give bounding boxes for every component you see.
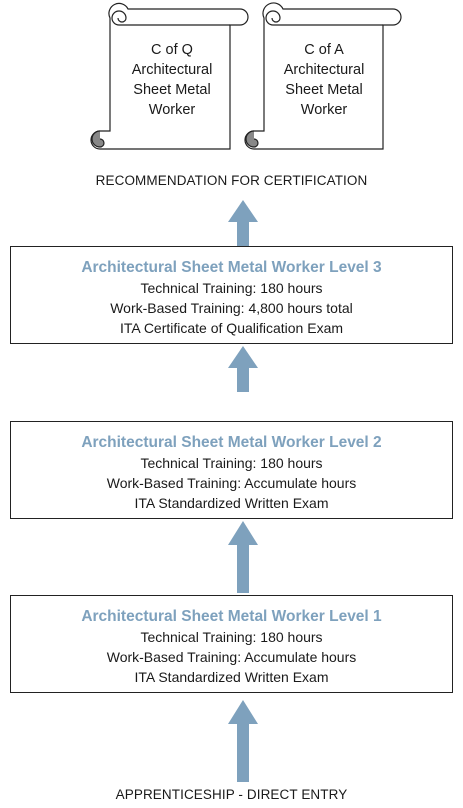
up-arrow-icon [228, 521, 258, 593]
level-3-box: Architectural Sheet Metal Worker Level 3… [10, 246, 453, 344]
level-2-box: Architectural Sheet Metal Worker Level 2… [10, 421, 453, 519]
certificate-line: Sheet Metal [285, 82, 363, 98]
up-arrow-icon [228, 700, 258, 782]
certificate-text-cofq: C of Q Architectural Sheet Metal Worker [117, 40, 227, 120]
level-1-exam: ITA Standardized Written Exam [134, 669, 329, 685]
level-2-exam: ITA Standardized Written Exam [134, 495, 329, 511]
certificate-text-cofa: C of A Architectural Sheet Metal Worker [269, 40, 379, 120]
level-3-title: Architectural Sheet Metal Worker Level 3 [81, 259, 382, 276]
certificate-line: Architectural [283, 62, 365, 78]
recommendation-label: RECOMMENDATION FOR CERTIFICATION [95, 173, 368, 188]
level-1-title: Architectural Sheet Metal Worker Level 1 [81, 608, 382, 625]
level-2-technical: Technical Training: 180 hours [140, 455, 323, 471]
certificate-line: Worker [148, 102, 196, 118]
entry-label: APPRENTICESHIP - DIRECT ENTRY [115, 787, 348, 802]
certificate-line: C of Q [151, 42, 193, 58]
level-2-title: Architectural Sheet Metal Worker Level 2 [81, 434, 382, 451]
level-3-work-based: Work-Based Training: 4,800 hours total [110, 300, 353, 316]
certificate-line: Architectural [131, 62, 213, 78]
up-arrow-icon [228, 346, 258, 392]
certificate-scrolls [90, 2, 402, 150]
level-2-work-based: Work-Based Training: Accumulate hours [106, 475, 357, 491]
certificate-line: C of A [304, 42, 344, 58]
up-arrow-icon [228, 200, 258, 246]
certificate-line: Worker [300, 102, 348, 118]
level-1-box: Architectural Sheet Metal Worker Level 1… [10, 595, 453, 693]
level-1-technical: Technical Training: 180 hours [140, 629, 323, 645]
level-1-work-based: Work-Based Training: Accumulate hours [106, 649, 357, 665]
certificate-scroll-cofa [244, 2, 402, 150]
level-3-exam: ITA Certificate of Qualification Exam [119, 320, 344, 336]
certificate-line: Sheet Metal [133, 82, 211, 98]
certificate-scroll-cofq [90, 2, 249, 150]
level-3-technical: Technical Training: 180 hours [140, 280, 323, 296]
